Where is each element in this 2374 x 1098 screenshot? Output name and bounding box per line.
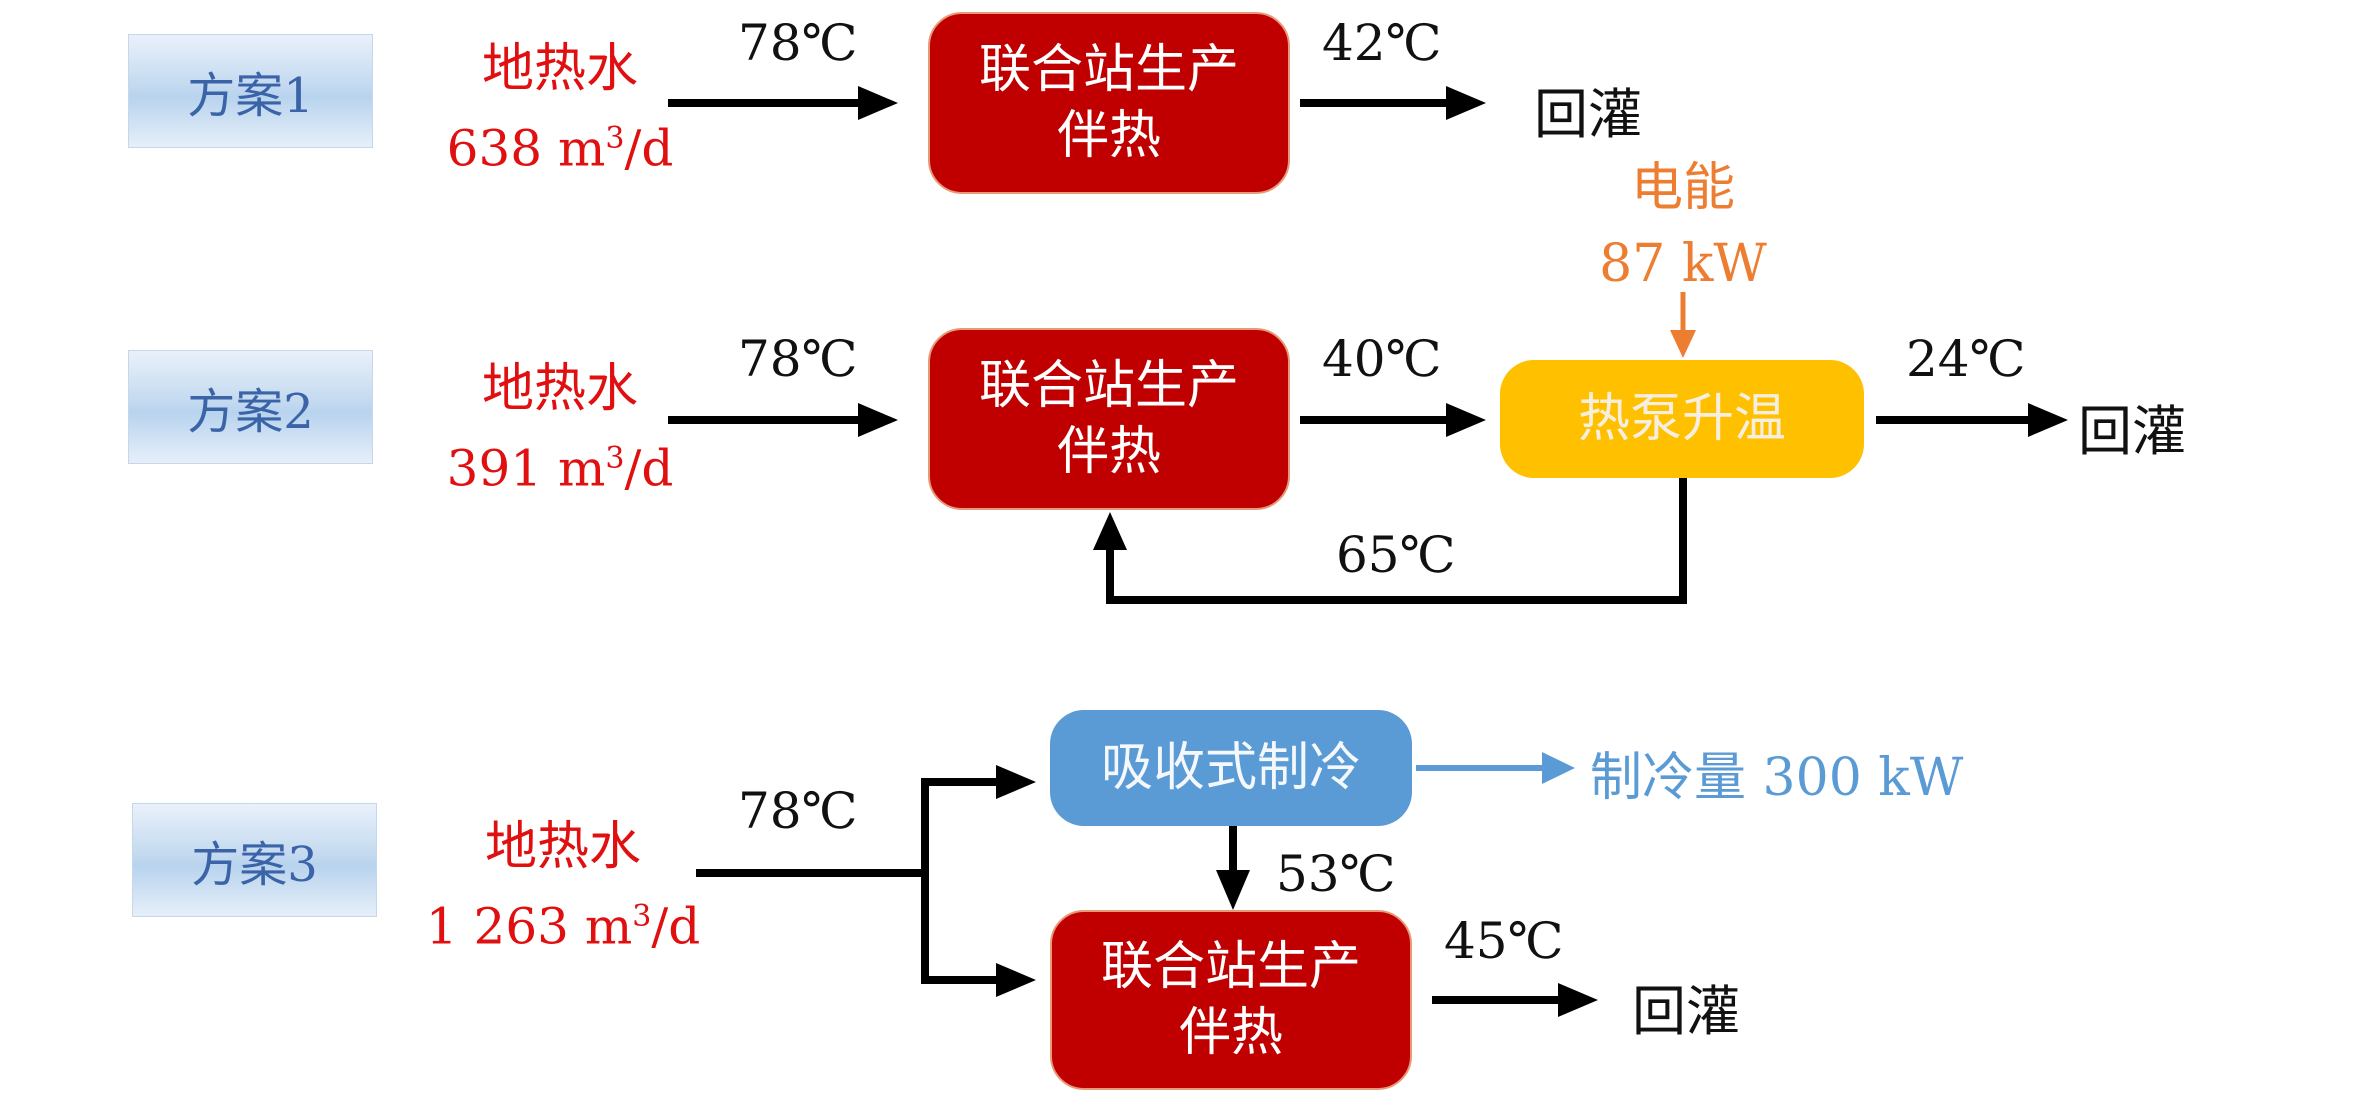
scheme-2-label-text: 方案2	[187, 384, 314, 440]
scheme-1-process-box: 联合站生产伴热	[928, 12, 1290, 194]
s3-to-process-arrowhead	[996, 963, 1036, 997]
scheme-1-inlet-temp: 78℃	[738, 14, 858, 72]
scheme-2-process-text: 联合站生产伴热	[978, 356, 1239, 482]
scheme-1-label-text: 方案1	[187, 68, 314, 124]
scheme-3-destination: 回灌	[1632, 980, 1740, 1043]
s3-cooling-arrowhead	[1542, 752, 1575, 784]
s3-outlet-arrowhead	[1558, 983, 1598, 1017]
scheme-3-absorption-out-temp: 53℃	[1276, 845, 1396, 903]
s3-to-absorption-arrowhead	[996, 765, 1036, 799]
scheme-3-absorption-text: 吸收式制冷	[1100, 738, 1361, 798]
scheme-2-label: 方案2	[128, 350, 373, 464]
scheme-2-source-name: 地热水	[481, 359, 638, 419]
scheme-1-source-name: 地热水	[481, 39, 638, 99]
scheme-3-flow-unit: /d	[651, 897, 701, 956]
scheme-2-final-temp: 24℃	[1906, 330, 2026, 388]
scheme-2-inlet-temp: 78℃	[738, 330, 858, 388]
scheme-2-outlet-temp: 40℃	[1322, 330, 1442, 388]
scheme-3-source-name: 地热水	[484, 817, 641, 877]
s1-inlet-arrowhead	[858, 86, 898, 120]
scheme-3-outlet-temp: 45℃	[1444, 912, 1564, 970]
scheme-2-source: 地热水 391 m3/d	[440, 354, 680, 504]
s2-outlet-arrowhead	[2028, 403, 2068, 437]
scheme-3-absorption-box: 吸收式制冷	[1050, 710, 1412, 826]
s2-power-arrowhead	[1670, 330, 1696, 358]
scheme-3-label-text: 方案3	[191, 837, 318, 893]
scheme-3-cooling-output: 制冷量 300 kW	[1590, 748, 1964, 808]
scheme-1-destination: 回灌	[1534, 83, 1642, 146]
s2-return-arrowhead	[1093, 512, 1127, 550]
scheme-2-process-box: 联合站生产伴热	[928, 328, 1290, 510]
s2-to-heatpump-arrowhead	[1446, 403, 1486, 437]
scheme-1-source-flow: 638 m3/d	[440, 104, 680, 184]
s2-inlet-arrowhead	[858, 403, 898, 437]
scheme-3-label: 方案3	[132, 803, 377, 917]
scheme-2-power: 电能 87 kW	[1583, 150, 1783, 302]
scheme-1-source: 地热水 638 m3/d	[440, 34, 680, 184]
s3-absorption-down-arrowhead	[1216, 870, 1250, 910]
scheme-2-flow-unit: /d	[624, 439, 674, 498]
scheme-3-flow-value: 1 263 m	[425, 897, 633, 956]
scheme-3-process-text: 联合站生产伴热	[1100, 937, 1361, 1063]
scheme-2-power-label: 电能	[1630, 158, 1735, 218]
scheme-3-inlet-temp: 78℃	[738, 782, 858, 840]
scheme-2-return-temp: 65℃	[1336, 526, 1456, 584]
scheme-2-flow-value: 391 m	[446, 439, 606, 498]
scheme-1-outlet-temp: 42℃	[1322, 14, 1442, 72]
scheme-3-flow-exp: 3	[632, 899, 652, 934]
scheme-1-flow-unit: /d	[624, 119, 674, 178]
scheme-3-process-box: 联合站生产伴热	[1050, 910, 1412, 1090]
scheme-2-heat-pump-text: 热泵升温	[1577, 389, 1786, 449]
scheme-1-process-text: 联合站生产伴热	[978, 40, 1239, 166]
scheme-2-heat-pump-box: 热泵升温	[1500, 360, 1864, 478]
scheme-2-power-value: 87 kW	[1599, 234, 1767, 294]
scheme-1-flow-exp: 3	[605, 121, 625, 156]
scheme-1-label: 方案1	[128, 34, 373, 148]
scheme-1-flow-value: 638 m	[446, 119, 606, 178]
scheme-2-source-flow: 391 m3/d	[440, 424, 680, 504]
s1-outlet-arrowhead	[1446, 86, 1486, 120]
scheme-3-source: 地热水 1 263 m3/d	[418, 812, 708, 962]
s2-return-loop	[1106, 478, 1687, 604]
scheme-2-flow-exp: 3	[605, 441, 625, 476]
scheme-3-source-flow: 1 263 m3/d	[418, 882, 708, 962]
scheme-2-destination: 回灌	[2078, 400, 2186, 463]
